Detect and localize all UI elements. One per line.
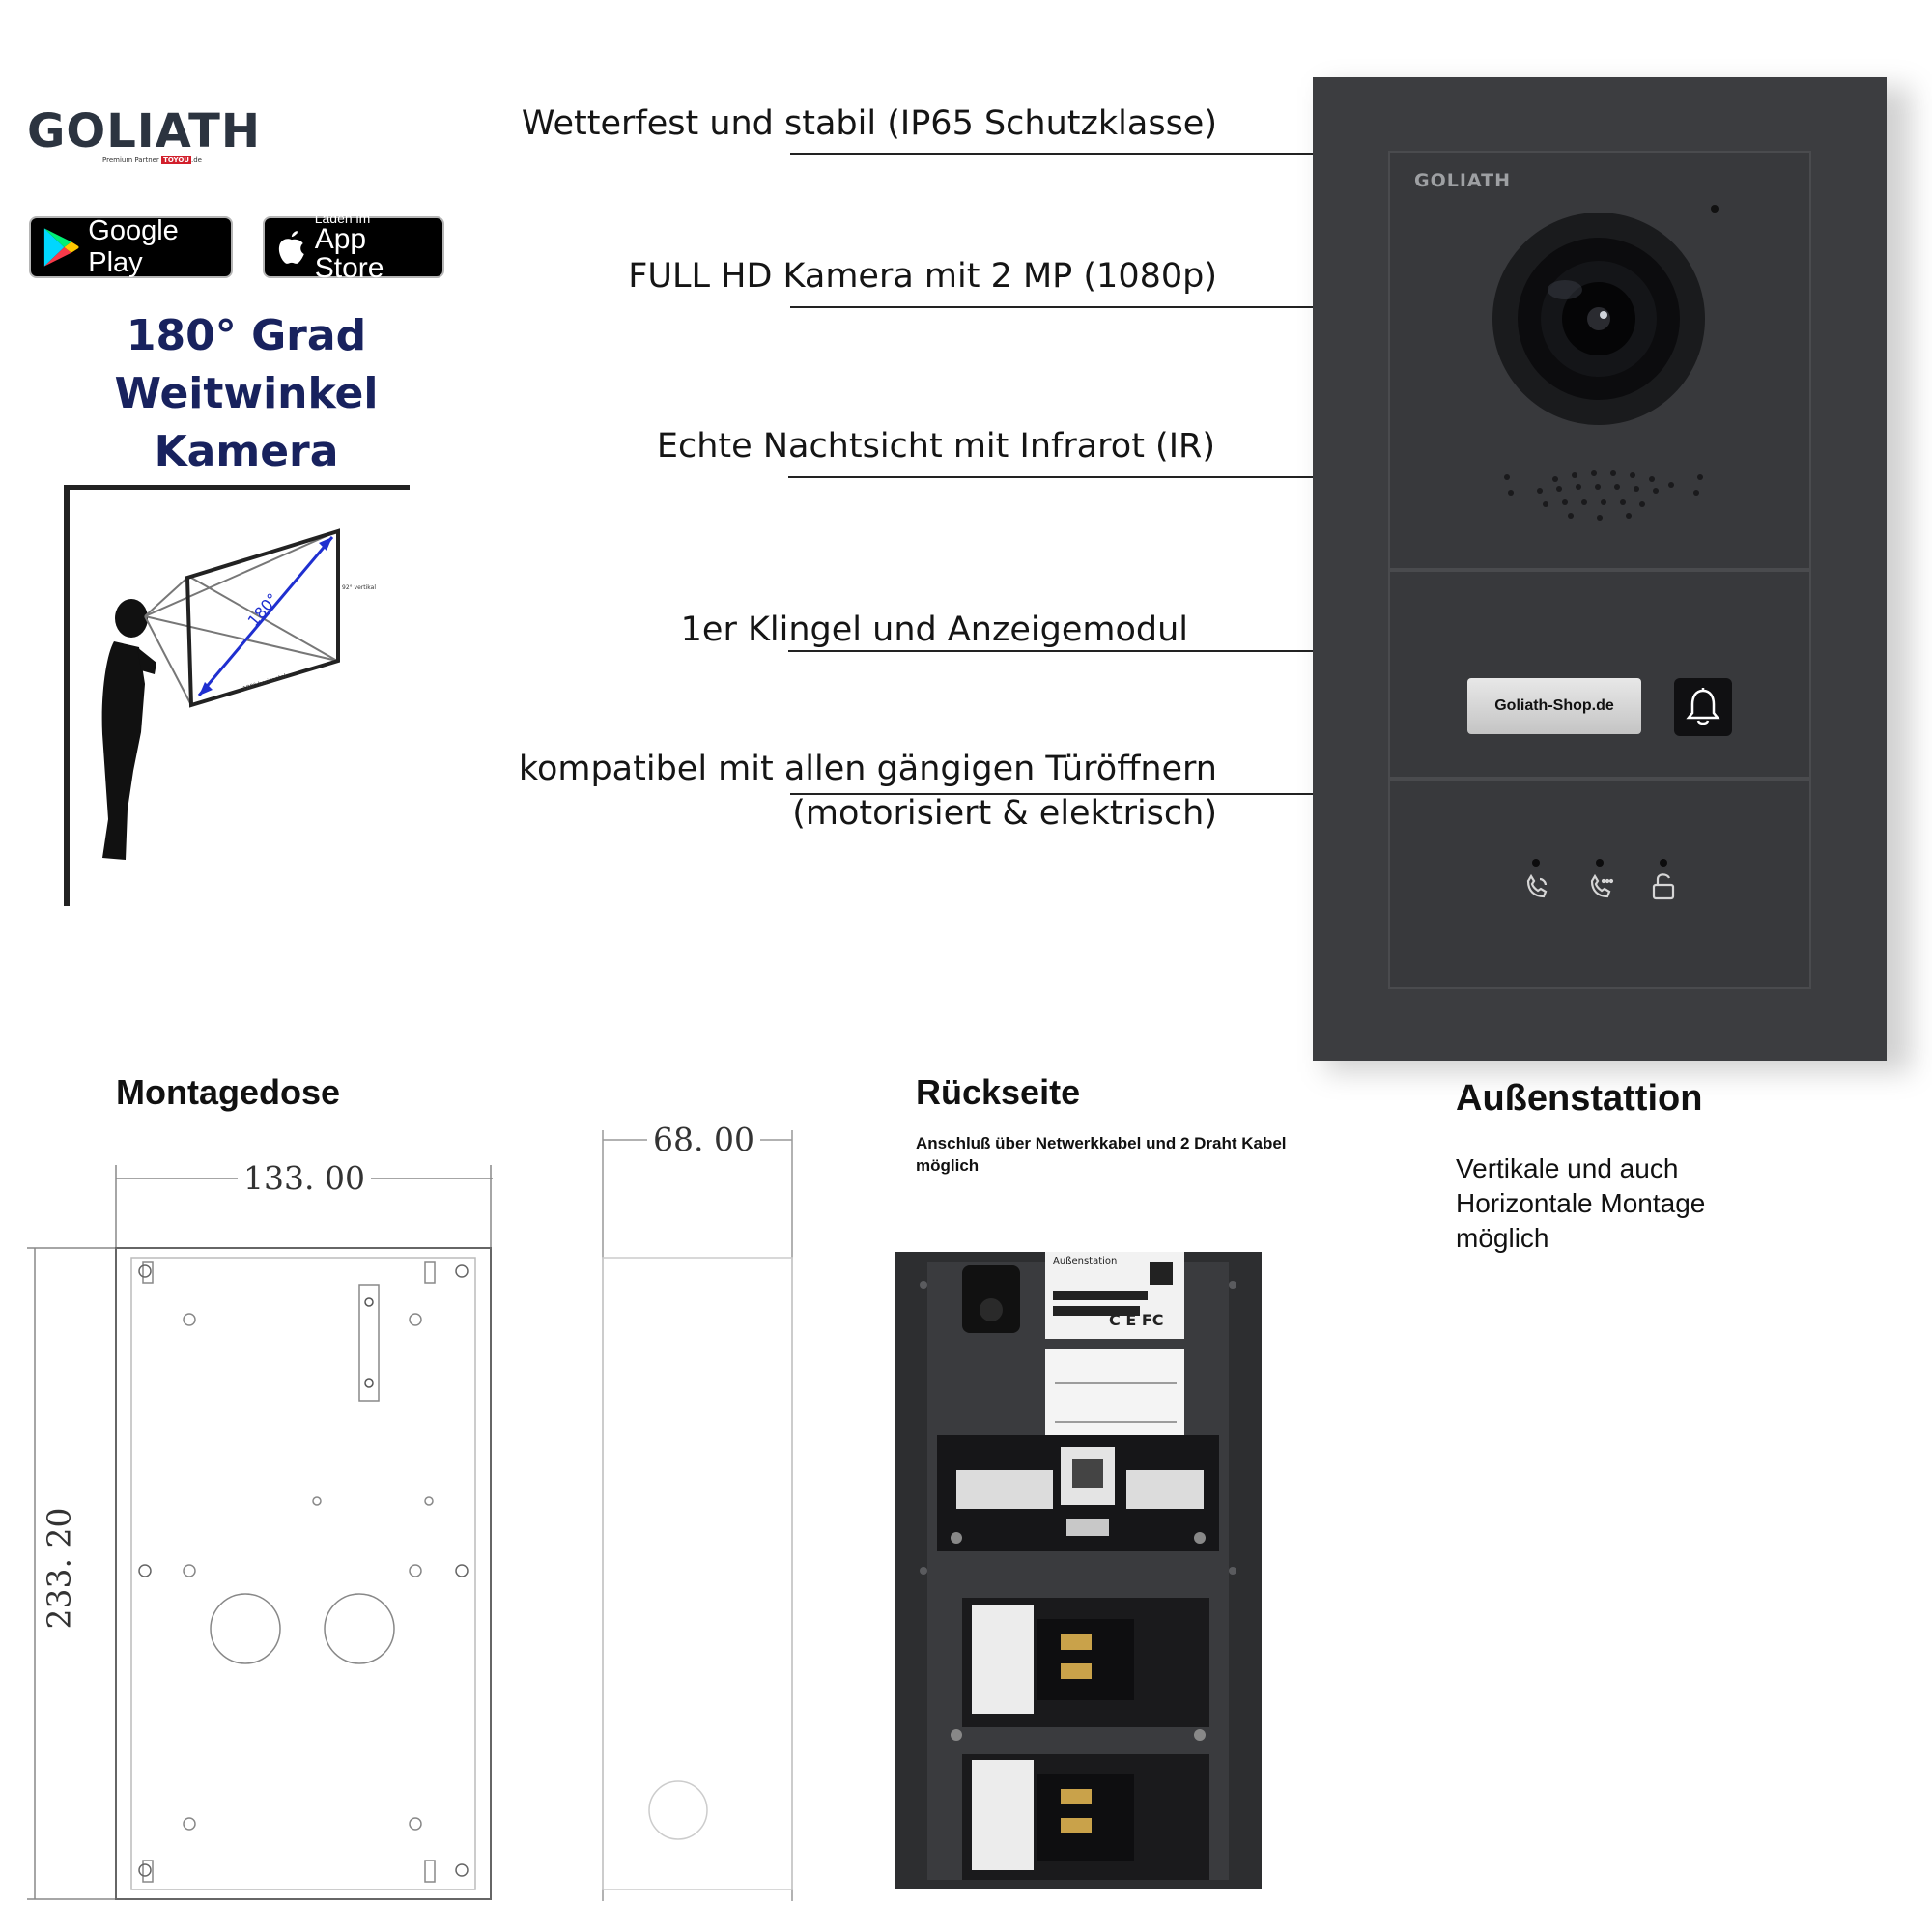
wide-angle-diagram: 180° 92° vertikal 180° horizontal: [64, 485, 410, 906]
aussenstation-title: Außenstattion: [1456, 1078, 1703, 1119]
back-label-title: Außenstation: [1053, 1256, 1117, 1266]
dim-height: 233. 20: [40, 1501, 78, 1635]
logo-text: GOLIATH: [27, 104, 261, 158]
aussenstation-text: Vertikale und auch Horizontale Montage m…: [1456, 1153, 1706, 1253]
call-icon: [1526, 873, 1548, 898]
google-play-label: Google Play: [88, 215, 179, 278]
apple-icon: [278, 231, 304, 264]
status-indicators: [1526, 859, 1675, 900]
feature-camera: FULL HD Kamera mit 2 MP (1080p): [628, 257, 1217, 296]
indicator-module: [1388, 779, 1811, 989]
logo-partner-tag: TOYOU: [161, 156, 191, 164]
app-store-text: Laden im App Store: [315, 212, 442, 283]
headline: 180° Grad Weitwinkel Kamera: [19, 307, 473, 481]
vertical-label: 92° vertikal: [342, 584, 376, 591]
feature-compatible-sub: (motorisiert & elektrisch): [792, 794, 1217, 833]
dim-width: 133. 00: [238, 1159, 371, 1197]
google-play-badge[interactable]: Google Play: [29, 215, 233, 278]
mounting-box-front-drawing: [27, 1165, 493, 1900]
feature-weatherproof: Wetterfest und stabil (IP65 Schutzklasse…: [521, 104, 1217, 143]
device-logo: GOLIATH: [1414, 170, 1512, 191]
bell-module: [1388, 570, 1811, 779]
person-silhouette: [101, 599, 156, 860]
app-store-small: Laden im: [314, 211, 371, 226]
dim-depth: 68. 00: [647, 1121, 760, 1158]
horizontal-label: 180° horizontal: [242, 672, 288, 692]
google-play-icon: [43, 228, 79, 267]
rueckseite-subtitle: Anschluß über Netwerkkabel und 2 Draht K…: [916, 1134, 1287, 1175]
leader-line-camera: [790, 306, 1314, 308]
leader-line-bell-module: [788, 650, 1314, 652]
headline-line1: 180° Grad: [126, 311, 367, 360]
back-side-details: Außenstation C E FC: [920, 1252, 1236, 1880]
leader-line-compatible: [790, 793, 1314, 795]
feature-bell-module: 1er Klingel und Anzeigemodul: [680, 611, 1188, 649]
app-store-big: App Store: [314, 223, 384, 284]
leader-line-weatherproof: [790, 153, 1314, 155]
logo-subtitle-text: Premium Partner: [102, 156, 159, 164]
bell-icon: [1686, 688, 1720, 725]
headline-line2: Weitwinkel Kamera: [114, 369, 379, 476]
logo-subtitle: Premium Partner TOYOU.de: [102, 156, 202, 164]
montagedose-title: Montagedose: [116, 1072, 341, 1112]
feature-compatible: kompatibel mit allen gängigen Türöffnern: [518, 750, 1217, 788]
unlock-icon: [1652, 873, 1675, 900]
rueckseite-title: Rückseite: [916, 1072, 1081, 1112]
svg-text:C E FC: C E FC: [1109, 1311, 1163, 1329]
leader-line-nightvision: [788, 476, 1314, 478]
app-store-badge[interactable]: Laden im App Store: [263, 212, 444, 283]
talk-icon: [1590, 873, 1614, 898]
bell-button[interactable]: [1674, 678, 1732, 736]
camera-lens: [1492, 205, 1719, 425]
goliath-logo: GOLIATH Premium Partner TOYOU.de: [27, 104, 261, 172]
speaker-grille: [1504, 470, 1703, 521]
angle-label: 180°: [244, 589, 282, 630]
logo-domain: .de: [191, 156, 202, 164]
nameplate: Goliath-Shop.de: [1467, 678, 1641, 734]
mounting-box-side-drawing: [602, 1130, 793, 1901]
feature-nightvision: Echte Nachtsicht mit Infrarot (IR): [656, 427, 1215, 466]
